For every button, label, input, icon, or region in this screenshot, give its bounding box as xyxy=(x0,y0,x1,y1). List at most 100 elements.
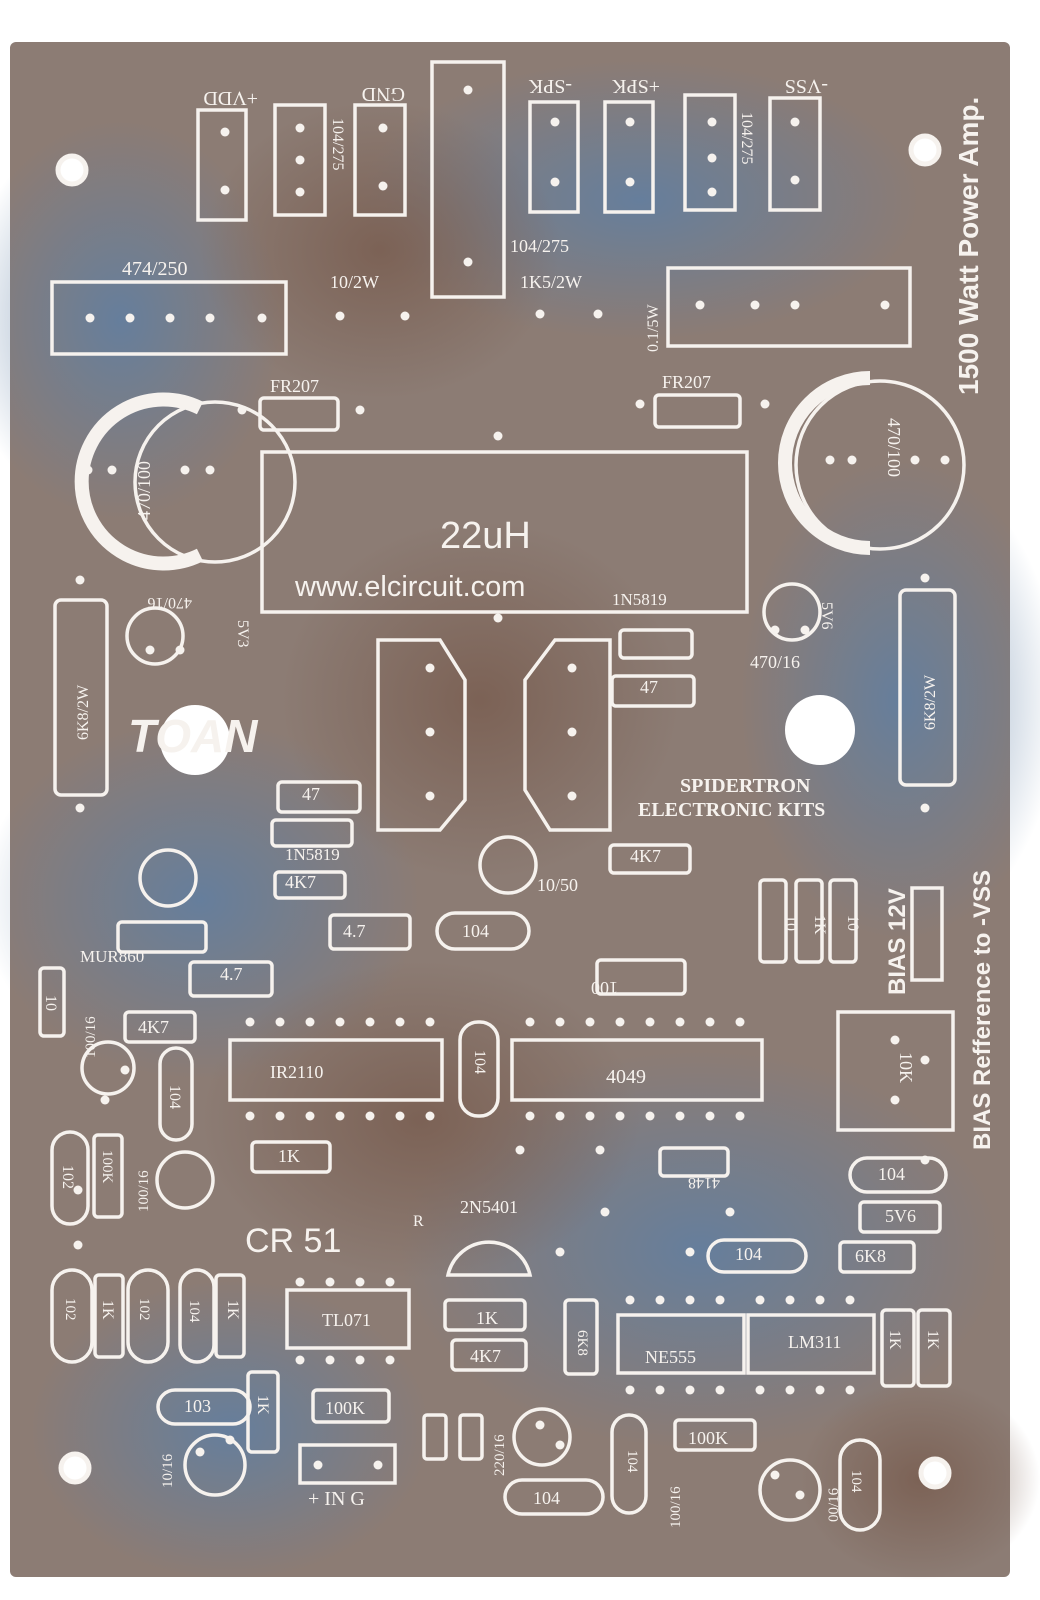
solder-pad xyxy=(365,1017,375,1027)
mounting-hole-bottom-right xyxy=(918,1456,952,1490)
solder-pad xyxy=(770,1470,780,1480)
inductor-label: 22uH xyxy=(440,515,531,557)
svg-text:104: 104 xyxy=(848,1470,864,1493)
solder-pad xyxy=(685,1385,695,1395)
solder-pad xyxy=(325,1355,335,1365)
solder-pad xyxy=(550,117,560,127)
bias-ref-label: BIAS Refference to -VSS xyxy=(969,870,996,1150)
solder-pad xyxy=(755,1385,765,1395)
board-title: 1500 Watt Power Amp. xyxy=(953,97,984,395)
component-body xyxy=(503,1478,605,1516)
svg-text:6K8: 6K8 xyxy=(855,1246,886,1266)
solder-pad xyxy=(245,1017,255,1027)
svg-text:104: 104 xyxy=(166,1085,183,1109)
cap-104-275-right-outline xyxy=(683,93,737,212)
svg-text:1K: 1K xyxy=(476,1308,498,1328)
solder-pad xyxy=(295,155,305,165)
solder-pad xyxy=(335,311,345,321)
solder-pad xyxy=(493,431,503,441)
solder-pad xyxy=(585,1111,595,1121)
solder-pad xyxy=(567,663,577,673)
svg-text:102: 102 xyxy=(136,1298,152,1321)
solder-pad xyxy=(705,1017,715,1027)
solder-pad xyxy=(220,185,230,195)
ic-lm311-outline xyxy=(746,1313,876,1375)
solder-pad xyxy=(305,1111,315,1121)
solder-pad xyxy=(335,1111,345,1121)
svg-text:6K8: 6K8 xyxy=(574,1330,590,1356)
solder-pad xyxy=(325,1277,335,1287)
solder-pad xyxy=(220,127,230,137)
terminal-spk-minus-label: -SPK xyxy=(528,75,572,97)
solder-pad xyxy=(385,1355,395,1365)
solder-pad xyxy=(685,1247,695,1257)
solder-pad xyxy=(645,1111,655,1121)
component-body xyxy=(214,1273,246,1359)
solder-pad xyxy=(75,575,85,585)
svg-text:104/275: 104/275 xyxy=(510,236,569,256)
solder-pad xyxy=(760,399,770,409)
solder-pad xyxy=(305,1017,315,1027)
svg-text:1K5/2W: 1K5/2W xyxy=(520,272,582,292)
solder-pad xyxy=(920,1055,930,1065)
component-body xyxy=(443,1298,527,1332)
board-code: CR 51 xyxy=(245,1222,341,1260)
solder-pad xyxy=(425,663,435,673)
component-body xyxy=(93,1273,125,1359)
component-body xyxy=(311,1388,391,1424)
svg-text:1N5819: 1N5819 xyxy=(612,590,667,609)
solder-pad xyxy=(275,1111,285,1121)
solder-pad xyxy=(395,1111,405,1121)
solder-pad xyxy=(707,187,717,197)
solder-pad xyxy=(845,1295,855,1305)
component-body xyxy=(450,1338,528,1372)
terminal-spk-plus xyxy=(603,100,655,214)
solder-pad xyxy=(73,1185,83,1195)
solder-pad xyxy=(555,1017,565,1027)
solder-pad xyxy=(707,117,717,127)
svg-text:100/16: 100/16 xyxy=(668,1486,684,1528)
solder-pad xyxy=(595,1145,605,1155)
svg-text:100K: 100K xyxy=(99,1150,115,1184)
component-body xyxy=(50,1130,90,1226)
solder-pad xyxy=(355,1277,365,1287)
resistor-bodies xyxy=(38,393,952,1532)
solder-pad xyxy=(815,1295,825,1305)
svg-text:10: 10 xyxy=(844,915,861,931)
heatsink-hole-right xyxy=(785,695,855,765)
component-body xyxy=(880,1308,916,1388)
solder-pad xyxy=(910,455,920,465)
pot-10k-outline xyxy=(836,1010,955,1132)
solder-pads xyxy=(73,85,950,1500)
solder-pad xyxy=(625,1295,635,1305)
solder-pad xyxy=(615,1017,625,1027)
svg-text:47: 47 xyxy=(302,784,320,804)
svg-text:104: 104 xyxy=(878,1164,905,1184)
solder-pad xyxy=(695,300,705,310)
solder-pad xyxy=(800,625,810,635)
component-body xyxy=(610,1413,648,1515)
component-body xyxy=(270,818,354,848)
svg-text:100K: 100K xyxy=(688,1428,728,1448)
component-body xyxy=(610,674,696,708)
svg-text:100K: 100K xyxy=(325,1398,365,1418)
solder-pad xyxy=(257,313,267,323)
svg-text:10/2W: 10/2W xyxy=(330,272,379,292)
svg-text:470/100: 470/100 xyxy=(134,461,154,520)
solder-pad xyxy=(100,1095,110,1105)
mosfet-right-outline xyxy=(523,638,612,832)
component-body xyxy=(435,911,531,951)
res-01-5w-outline xyxy=(666,266,912,348)
solder-pad xyxy=(120,1065,130,1075)
component-body xyxy=(126,1268,170,1364)
component-body xyxy=(273,870,347,900)
solder-pad xyxy=(550,177,560,187)
solder-pad xyxy=(175,645,185,655)
component-body xyxy=(794,878,824,964)
solder-pad xyxy=(165,313,175,323)
solder-pad xyxy=(295,187,305,197)
component-body xyxy=(328,913,412,951)
svg-text:4.7: 4.7 xyxy=(220,964,243,984)
component-body xyxy=(276,780,362,814)
solder-pad xyxy=(180,465,190,475)
